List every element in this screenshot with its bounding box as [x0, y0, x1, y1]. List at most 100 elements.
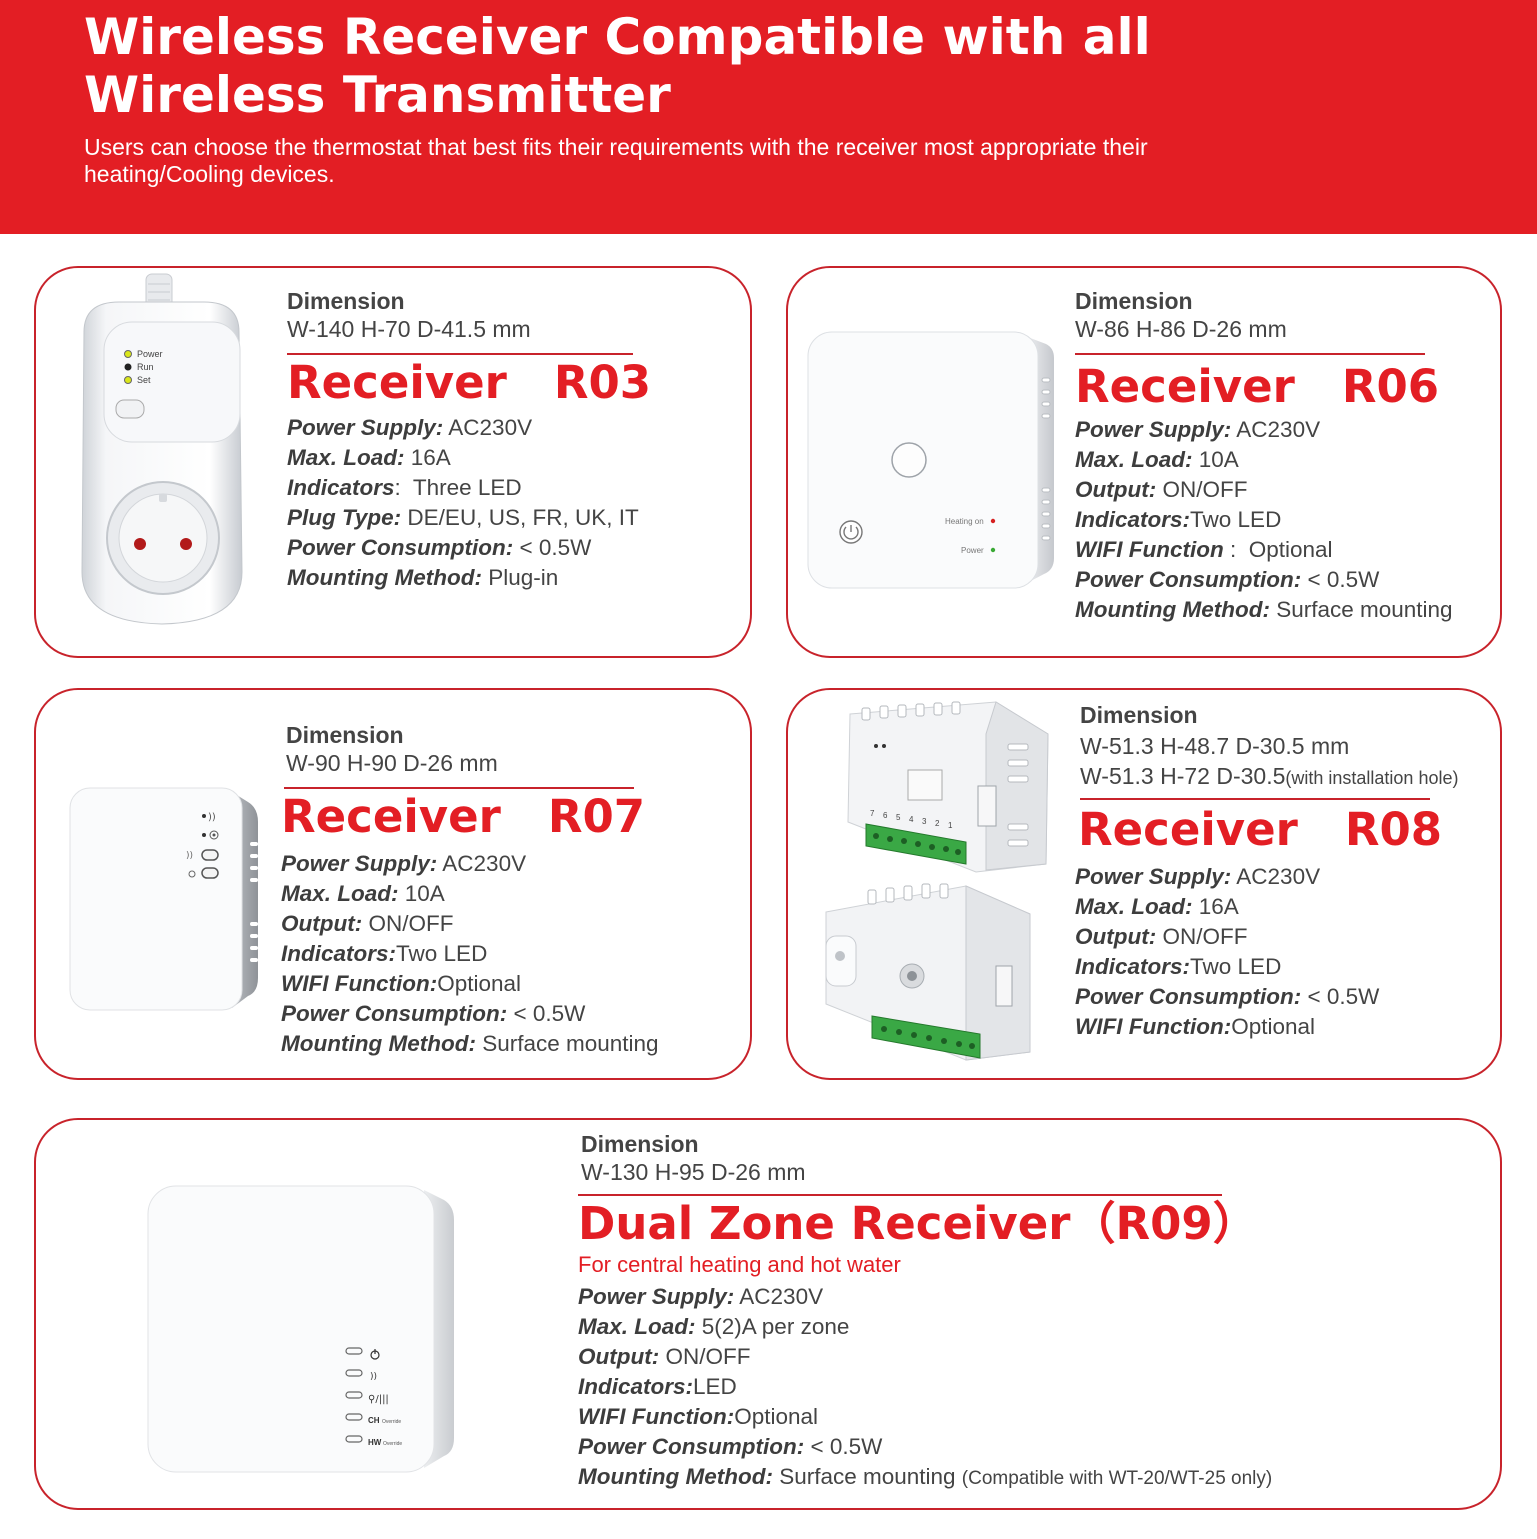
r09-led-slot	[345, 1347, 363, 1355]
r08-terminal-number: 6	[883, 811, 888, 820]
r09-dimension-label: Dimension	[581, 1131, 699, 1157]
wifi-icon: ))	[186, 851, 193, 861]
r09-specs: Power Supply: AC230V Max. Load: 5(2)A pe…	[578, 1282, 1478, 1494]
r09-info: Dimension W-130 H-95 D-26 mm Dual Zone R…	[578, 1131, 1478, 1494]
r09-spec: Output: ON/OFF	[578, 1344, 751, 1369]
r07-front-face	[69, 787, 243, 1011]
r03-spec: Max. Load: 16A	[287, 445, 451, 470]
r09-led-slot	[345, 1435, 363, 1443]
r07-button-bottom	[201, 867, 219, 879]
r03-top-panel	[103, 321, 241, 443]
r03-led-set	[124, 376, 132, 384]
r06-title: Receiver R06	[1075, 360, 1440, 413]
r08-info: Dimension W-51.3 H-48.7 D-30.5 mm W-51.3…	[1075, 702, 1500, 1042]
r09-led-slot	[345, 1391, 363, 1399]
r03-divider	[287, 353, 633, 355]
r09-divider	[578, 1194, 1222, 1196]
r07-receiver-image: )) ))	[69, 787, 258, 1011]
r03-spec: Plug Type: DE/EU, US, FR, UK, IT	[287, 505, 639, 530]
r08-terminal-number: 1	[948, 821, 953, 830]
r09-led-slot	[345, 1413, 363, 1421]
r06-info: Dimension W-86 H-86 D-26 mm Receiver R06…	[1075, 288, 1495, 625]
r06-label-heating: Heating on	[945, 517, 984, 526]
r09-label-ch: CH	[368, 1416, 380, 1425]
r07-spec: Mounting Method: Surface mounting	[281, 1031, 659, 1056]
r06-receiver-image: Heating on Power	[807, 331, 1054, 589]
r09-title: Dual Zone Receiver（R09）	[578, 1197, 1258, 1250]
r08-dimension-alt: W-51.3 H-72 D-30.5(with installation hol…	[1080, 763, 1459, 789]
r07-dimension: W-90 H-90 D-26 mm	[286, 750, 498, 776]
r06-divider	[1075, 353, 1425, 355]
r06-label-power: Power	[961, 546, 984, 555]
r08-specs: Power Supply: AC230V Max. Load: 16A Outp…	[1075, 862, 1500, 1042]
r08-terminal-number: 4	[909, 815, 914, 824]
r03-plug-receiver-image: Power Run Set	[81, 273, 243, 625]
r06-spec: Indicators:Two LED	[1075, 507, 1282, 532]
r06-spec: Mounting Method: Surface mounting	[1075, 597, 1453, 622]
wifi-icon: ))	[370, 1372, 377, 1382]
r08-title: Receiver R08	[1078, 803, 1443, 856]
r08-spec: Power Supply: AC230V	[1075, 864, 1321, 889]
r08-terminal-number: 7	[870, 809, 875, 818]
r06-spec: Power Supply: AC230V	[1075, 417, 1321, 442]
r07-specs: Power Supply: AC230V Max. Load: 10A Outp…	[281, 849, 741, 1059]
r09-spec: Power Supply: AC230V	[578, 1284, 824, 1309]
r09-spec: Max. Load: 5(2)A per zone	[578, 1314, 850, 1339]
r07-spec: Output: ON/OFF	[281, 911, 454, 936]
r03-title: Receiver R03	[287, 356, 652, 409]
r07-dimension-label: Dimension	[286, 722, 404, 748]
r03-led-run	[124, 363, 132, 371]
r03-set-button	[115, 399, 145, 419]
product-card-r06	[786, 266, 1502, 658]
r07-indicator-ring	[188, 870, 196, 878]
r09-dual-zone-receiver-image: )) ⚲/||| CH Override HW Override	[147, 1185, 454, 1473]
r08-dimension: W-51.3 H-48.7 D-30.5 mm	[1080, 733, 1350, 759]
r09-front-face	[147, 1185, 435, 1473]
r06-specs: Power Supply: AC230V Max. Load: 10A Outp…	[1075, 415, 1495, 625]
r03-led-power	[124, 350, 132, 358]
r03-led-label-power: Power	[137, 349, 163, 359]
r03-spec: Indicators: Three LED	[287, 475, 522, 500]
r09-label-ch-override: Override	[382, 1419, 401, 1425]
r08-spec: WIFI Function:Optional	[1075, 1014, 1316, 1039]
r03-spec: Mounting Method: Plug-in	[287, 565, 559, 590]
r06-spec: Power Consumption: < 0.5W	[1075, 567, 1380, 592]
r08-module-image-bottom	[825, 883, 1031, 1061]
r08-terminal-block	[871, 1015, 981, 1059]
r09-spec: Mounting Method: Surface mounting (Compa…	[578, 1464, 1273, 1489]
r09-led-slot	[345, 1369, 363, 1377]
r09-spec: WIFI Function:Optional	[578, 1404, 819, 1429]
r07-button-top	[201, 849, 219, 861]
r03-specs: Power Supply: AC230V Max. Load: 16A Indi…	[287, 413, 727, 593]
r07-info: Dimension W-90 H-90 D-26 mm Receiver R07…	[281, 722, 741, 1059]
heating-icon: ⚲/|||	[368, 1394, 389, 1405]
page-title: Wireless Receiver Compatible with all Wi…	[84, 8, 1151, 124]
r07-spec: Power Supply: AC230V	[281, 851, 527, 876]
r09-label-hw-override: Override	[383, 1441, 402, 1447]
r06-dimension: W-86 H-86 D-26 mm	[1075, 316, 1287, 342]
r08-terminal-number: 3	[922, 817, 927, 826]
r09-spec: Power Consumption: < 0.5W	[578, 1434, 883, 1459]
r03-led-label-set: Set	[137, 375, 151, 385]
wifi-icon: ))	[208, 812, 216, 823]
r08-divider	[1080, 798, 1430, 800]
r03-dimension: W-140 H-70 D-41.5 mm	[287, 316, 531, 342]
r07-spec: Max. Load: 10A	[281, 881, 445, 906]
r03-spec: Power Supply: AC230V	[287, 415, 533, 440]
r08-terminal-number: 2	[935, 819, 940, 828]
r07-title: Receiver R07	[281, 790, 646, 843]
r07-spec: Power Consumption: < 0.5W	[281, 1001, 586, 1026]
r06-led-power	[990, 547, 996, 553]
r09-dimension: W-130 H-95 D-26 mm	[581, 1159, 806, 1185]
r03-dimension-label: Dimension	[287, 288, 405, 314]
r08-module-image-top: 7 6 5 4 3 2 1	[847, 701, 1049, 873]
target-icon	[209, 830, 219, 840]
r03-spec: Power Consumption: < 0.5W	[287, 535, 592, 560]
r07-divider	[284, 787, 634, 789]
r08-spec: Indicators:Two LED	[1075, 954, 1282, 979]
r09-spec: Indicators:LED	[578, 1374, 737, 1399]
r06-led-heating	[990, 518, 996, 524]
r06-spec: Max. Load: 10A	[1075, 447, 1239, 472]
r06-dimension-label: Dimension	[1075, 288, 1193, 314]
page-subtitle: Users can choose the thermostat that bes…	[84, 134, 1148, 187]
